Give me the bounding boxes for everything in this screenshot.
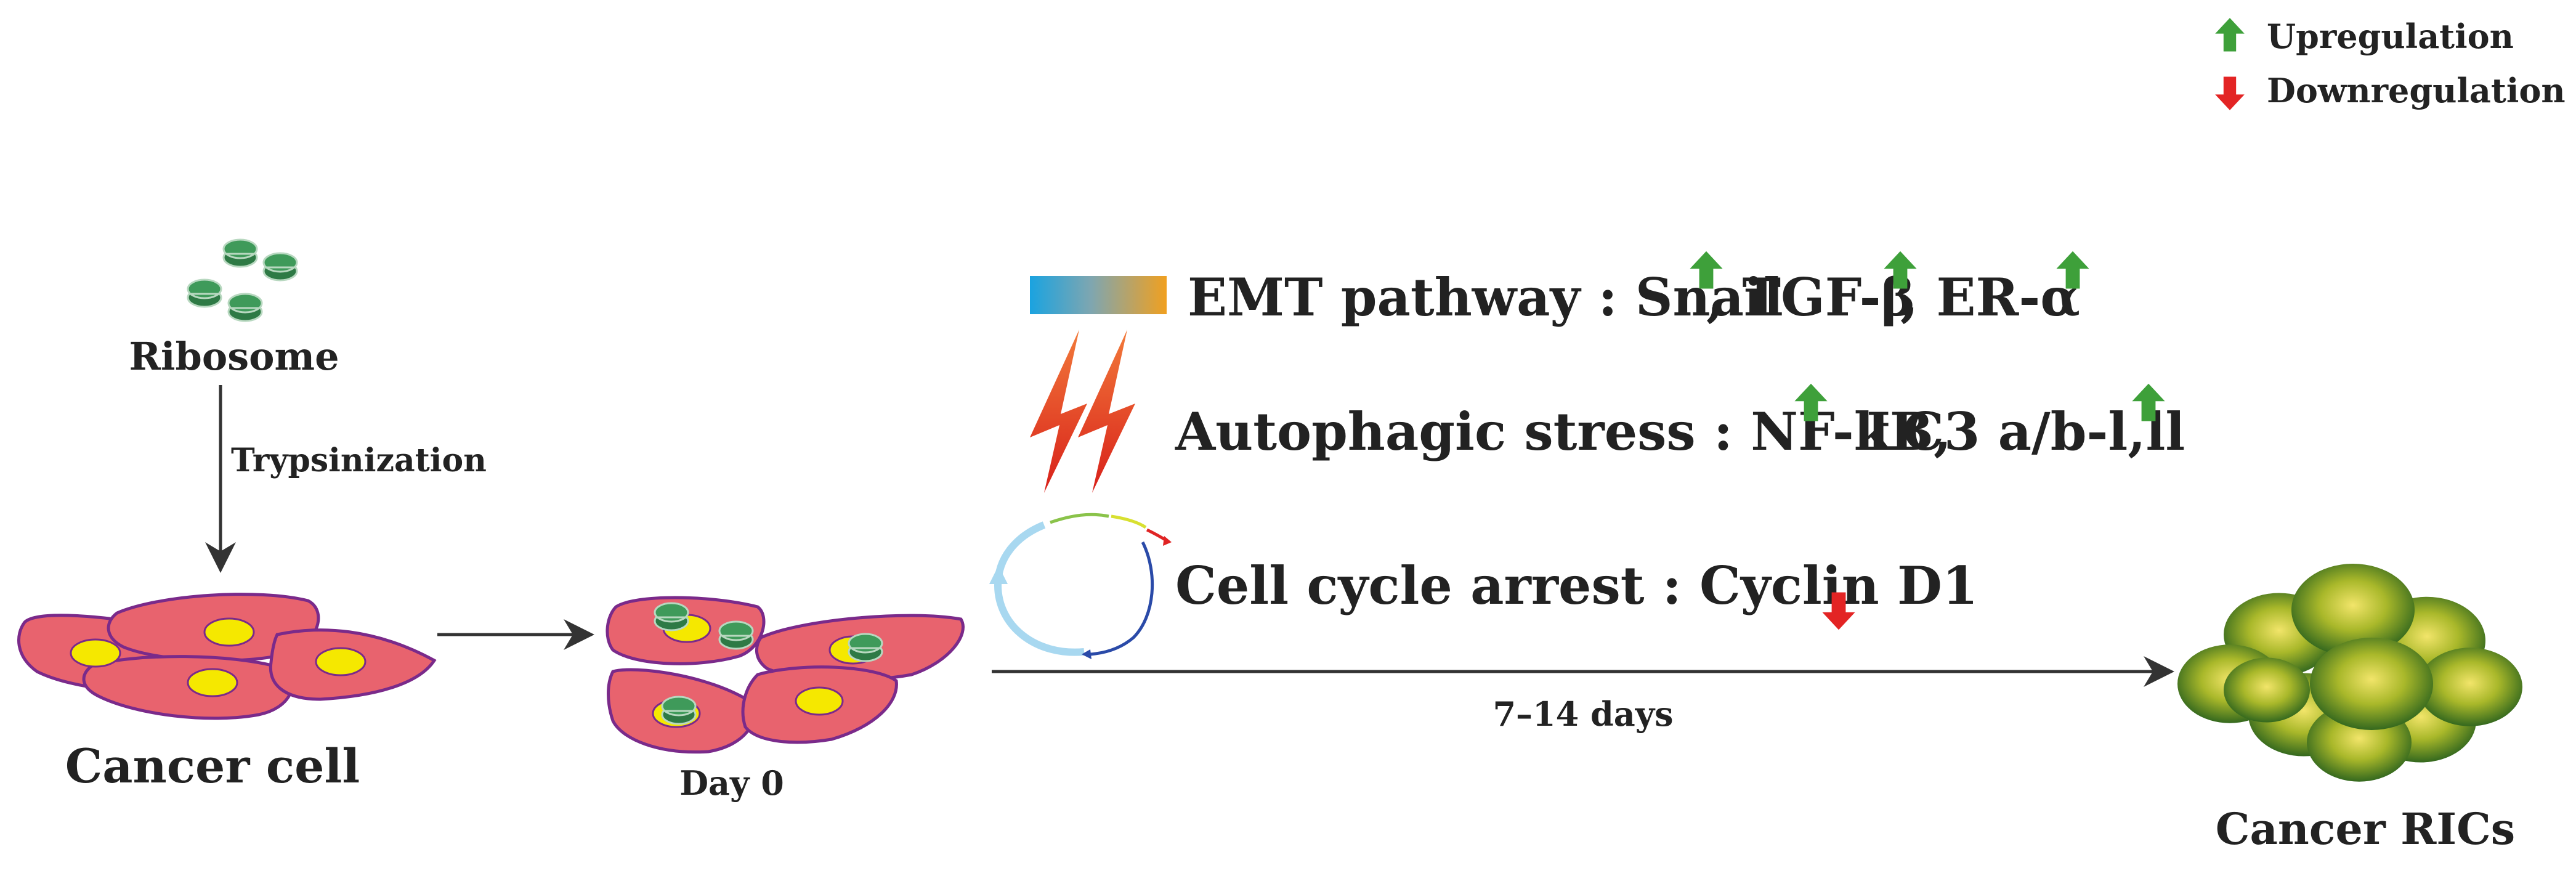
emt-row: EMT pathway : Snail , TGF-β , ER-α [1188,251,2089,328]
cell-cycle-icon [989,513,1172,659]
emt-tgf-label: , TGF-β [1706,267,1915,328]
autophagy-title: Autophagic stress : NF-kB, [1175,401,1951,462]
autophagy-lc3-label: LC3 a/b-l,ll [1866,401,2185,462]
cancer-cell-label: Cancer cell [65,739,360,794]
duration-label: 7–14 days [1493,694,1673,734]
legend-down-label: Downregulation [2267,71,2566,110]
legend: Upregulation Downregulation [2215,17,2566,110]
cancer-cell-cluster [17,593,437,720]
ribosome-icon [187,278,222,308]
cancer-rics-label: Cancer RICs [2216,803,2515,855]
ribosome-icon [227,293,263,322]
legend-up-label: Upregulation [2267,17,2514,56]
ribosome-icon [222,238,258,268]
cancer-ric-cluster [2177,564,2522,782]
emt-er-label: , ER-α [1900,267,2080,328]
ribosome-icon [661,696,697,725]
ribosome-cluster [187,238,298,322]
trypsinization-label: Trypsinization [231,442,487,479]
ribosome-icon [848,633,883,662]
ribosome-icon [654,602,689,631]
cell-cycle-title: Cell cycle arrest : Cyclin D1 [1175,555,1978,616]
legend-down-arrow-icon [2215,76,2245,110]
legend-up-arrow-icon [2215,18,2245,52]
ribosome-icon [262,252,298,282]
cell-cycle-row: Cell cycle arrest : Cyclin D1 [1175,555,1978,630]
day0-label: Day 0 [679,763,784,803]
day0-cell-cluster [606,596,965,754]
lightning-icon [1030,330,1135,493]
emt-title: EMT pathway : Snail [1188,267,1783,328]
ribosome-label: Ribosome [129,334,339,379]
gradient-bar-icon [1030,276,1167,314]
ribosome-icon [718,620,754,650]
autophagy-row: Autophagic stress : NF-kB, LC3 a/b-l,ll [1175,383,2185,462]
